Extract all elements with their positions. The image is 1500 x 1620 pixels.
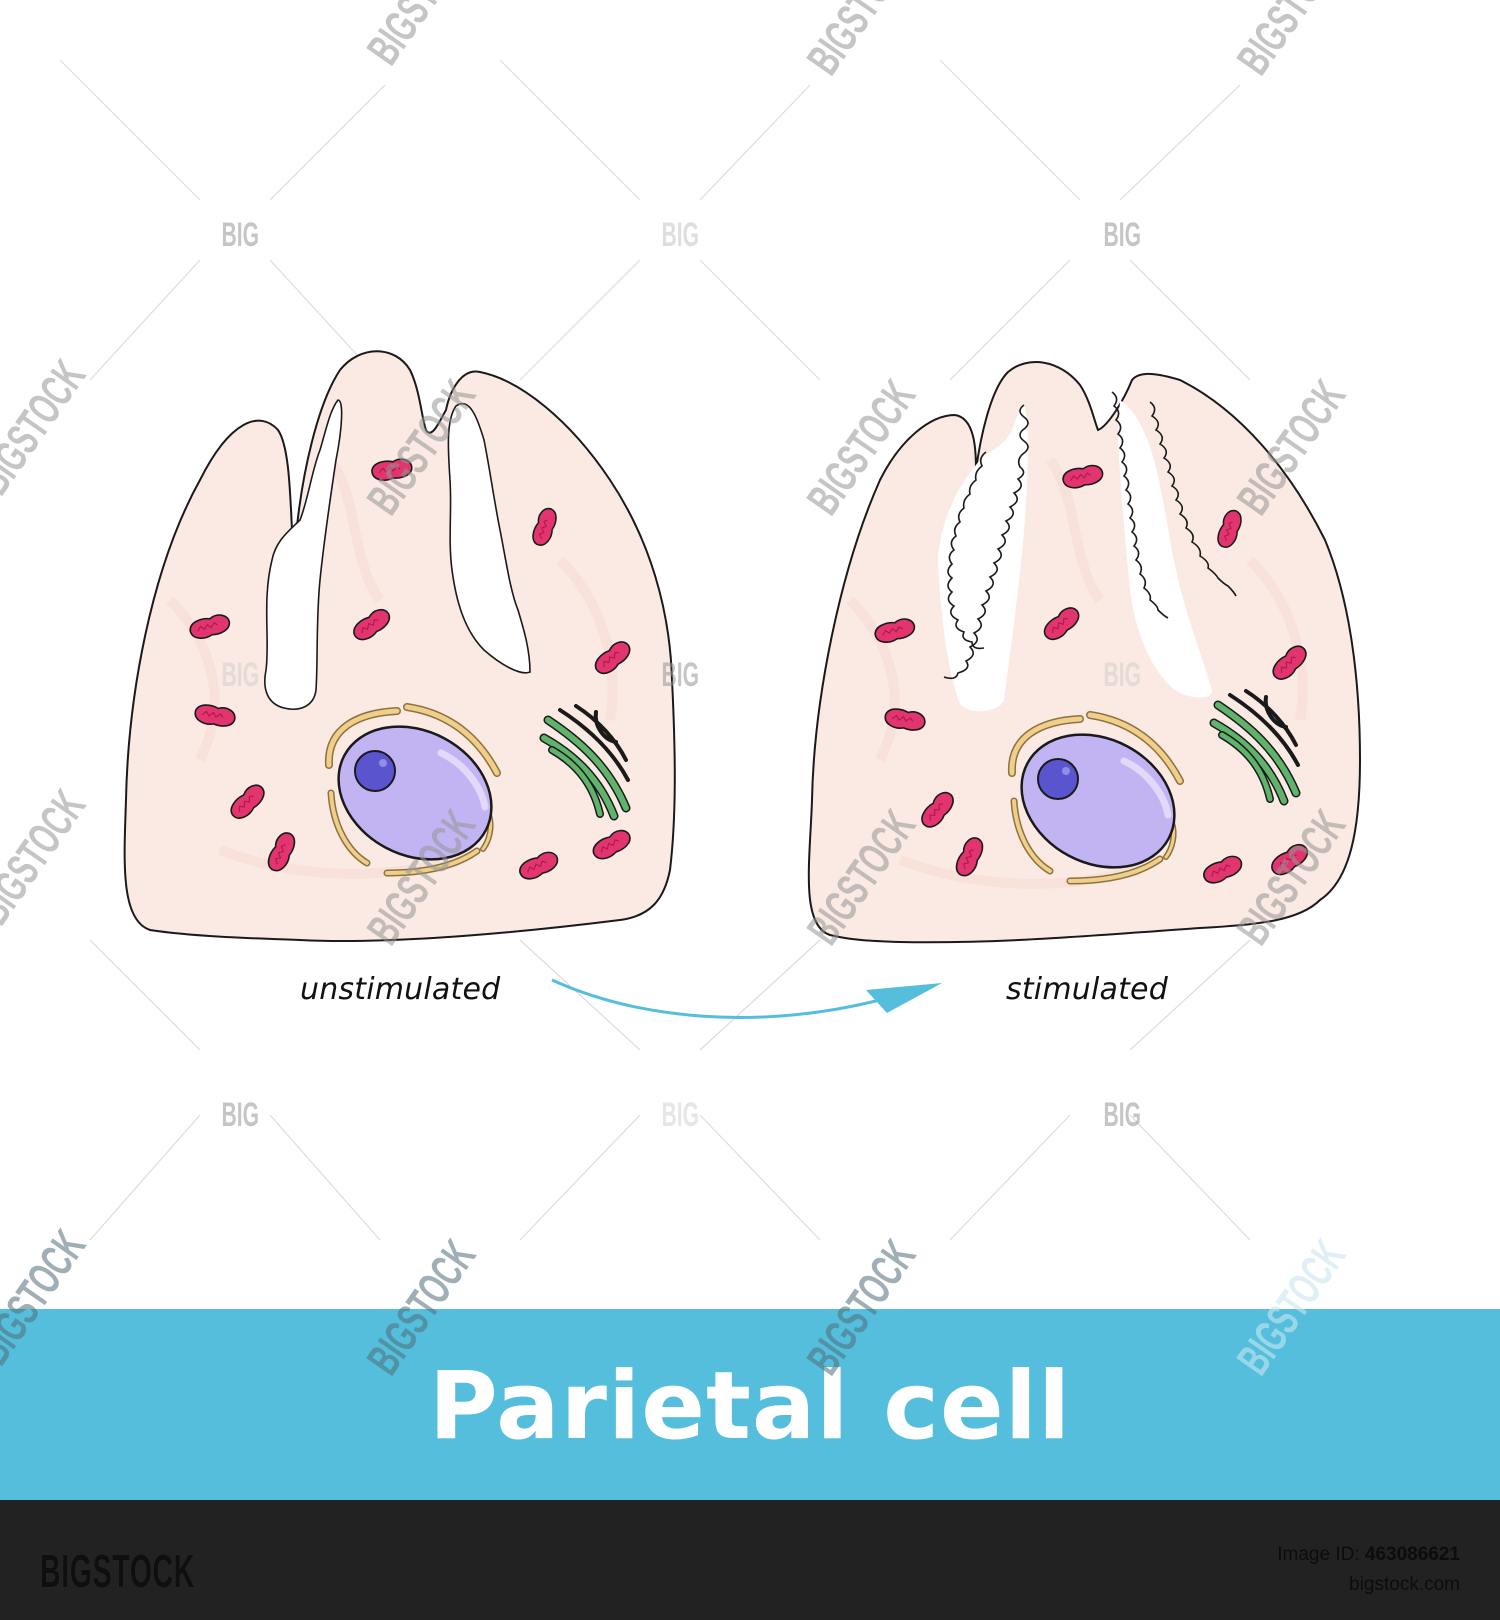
footer-bar: BIGSTOCK Image ID: 463086621 bigstock.co…: [0, 1500, 1500, 1620]
label-unstimulated: unstimulated: [300, 972, 501, 1007]
unstimulated-cell: [123, 350, 676, 942]
label-stimulated: stimulated: [1006, 972, 1168, 1007]
image-id-label: Image ID:: [1277, 1544, 1360, 1565]
image-meta: Image ID: 463086621 bigstock.com: [1277, 1540, 1460, 1600]
parietal-cell-diagram: [59, 59, 1362, 1241]
watermark-lines: [59, 59, 1251, 1241]
diagram-stage: [59, 59, 1362, 1241]
image-id-value: 463086621: [1364, 1544, 1460, 1565]
stimulated-cell: [807, 361, 1362, 944]
site-link[interactable]: bigstock.com: [1349, 1574, 1460, 1595]
transition-arrow: [551, 978, 942, 1019]
page-title: Parietal cell: [428, 1352, 1072, 1461]
image-id-line: Image ID: 463086621: [1277, 1540, 1460, 1570]
bigstock-logo: BIGSTOCK: [40, 1545, 195, 1597]
expanded-canaliculus-left: [938, 404, 1029, 712]
title-banner: Parietal cell: [0, 1309, 1500, 1500]
expanded-canaliculus-right: [1111, 391, 1237, 698]
